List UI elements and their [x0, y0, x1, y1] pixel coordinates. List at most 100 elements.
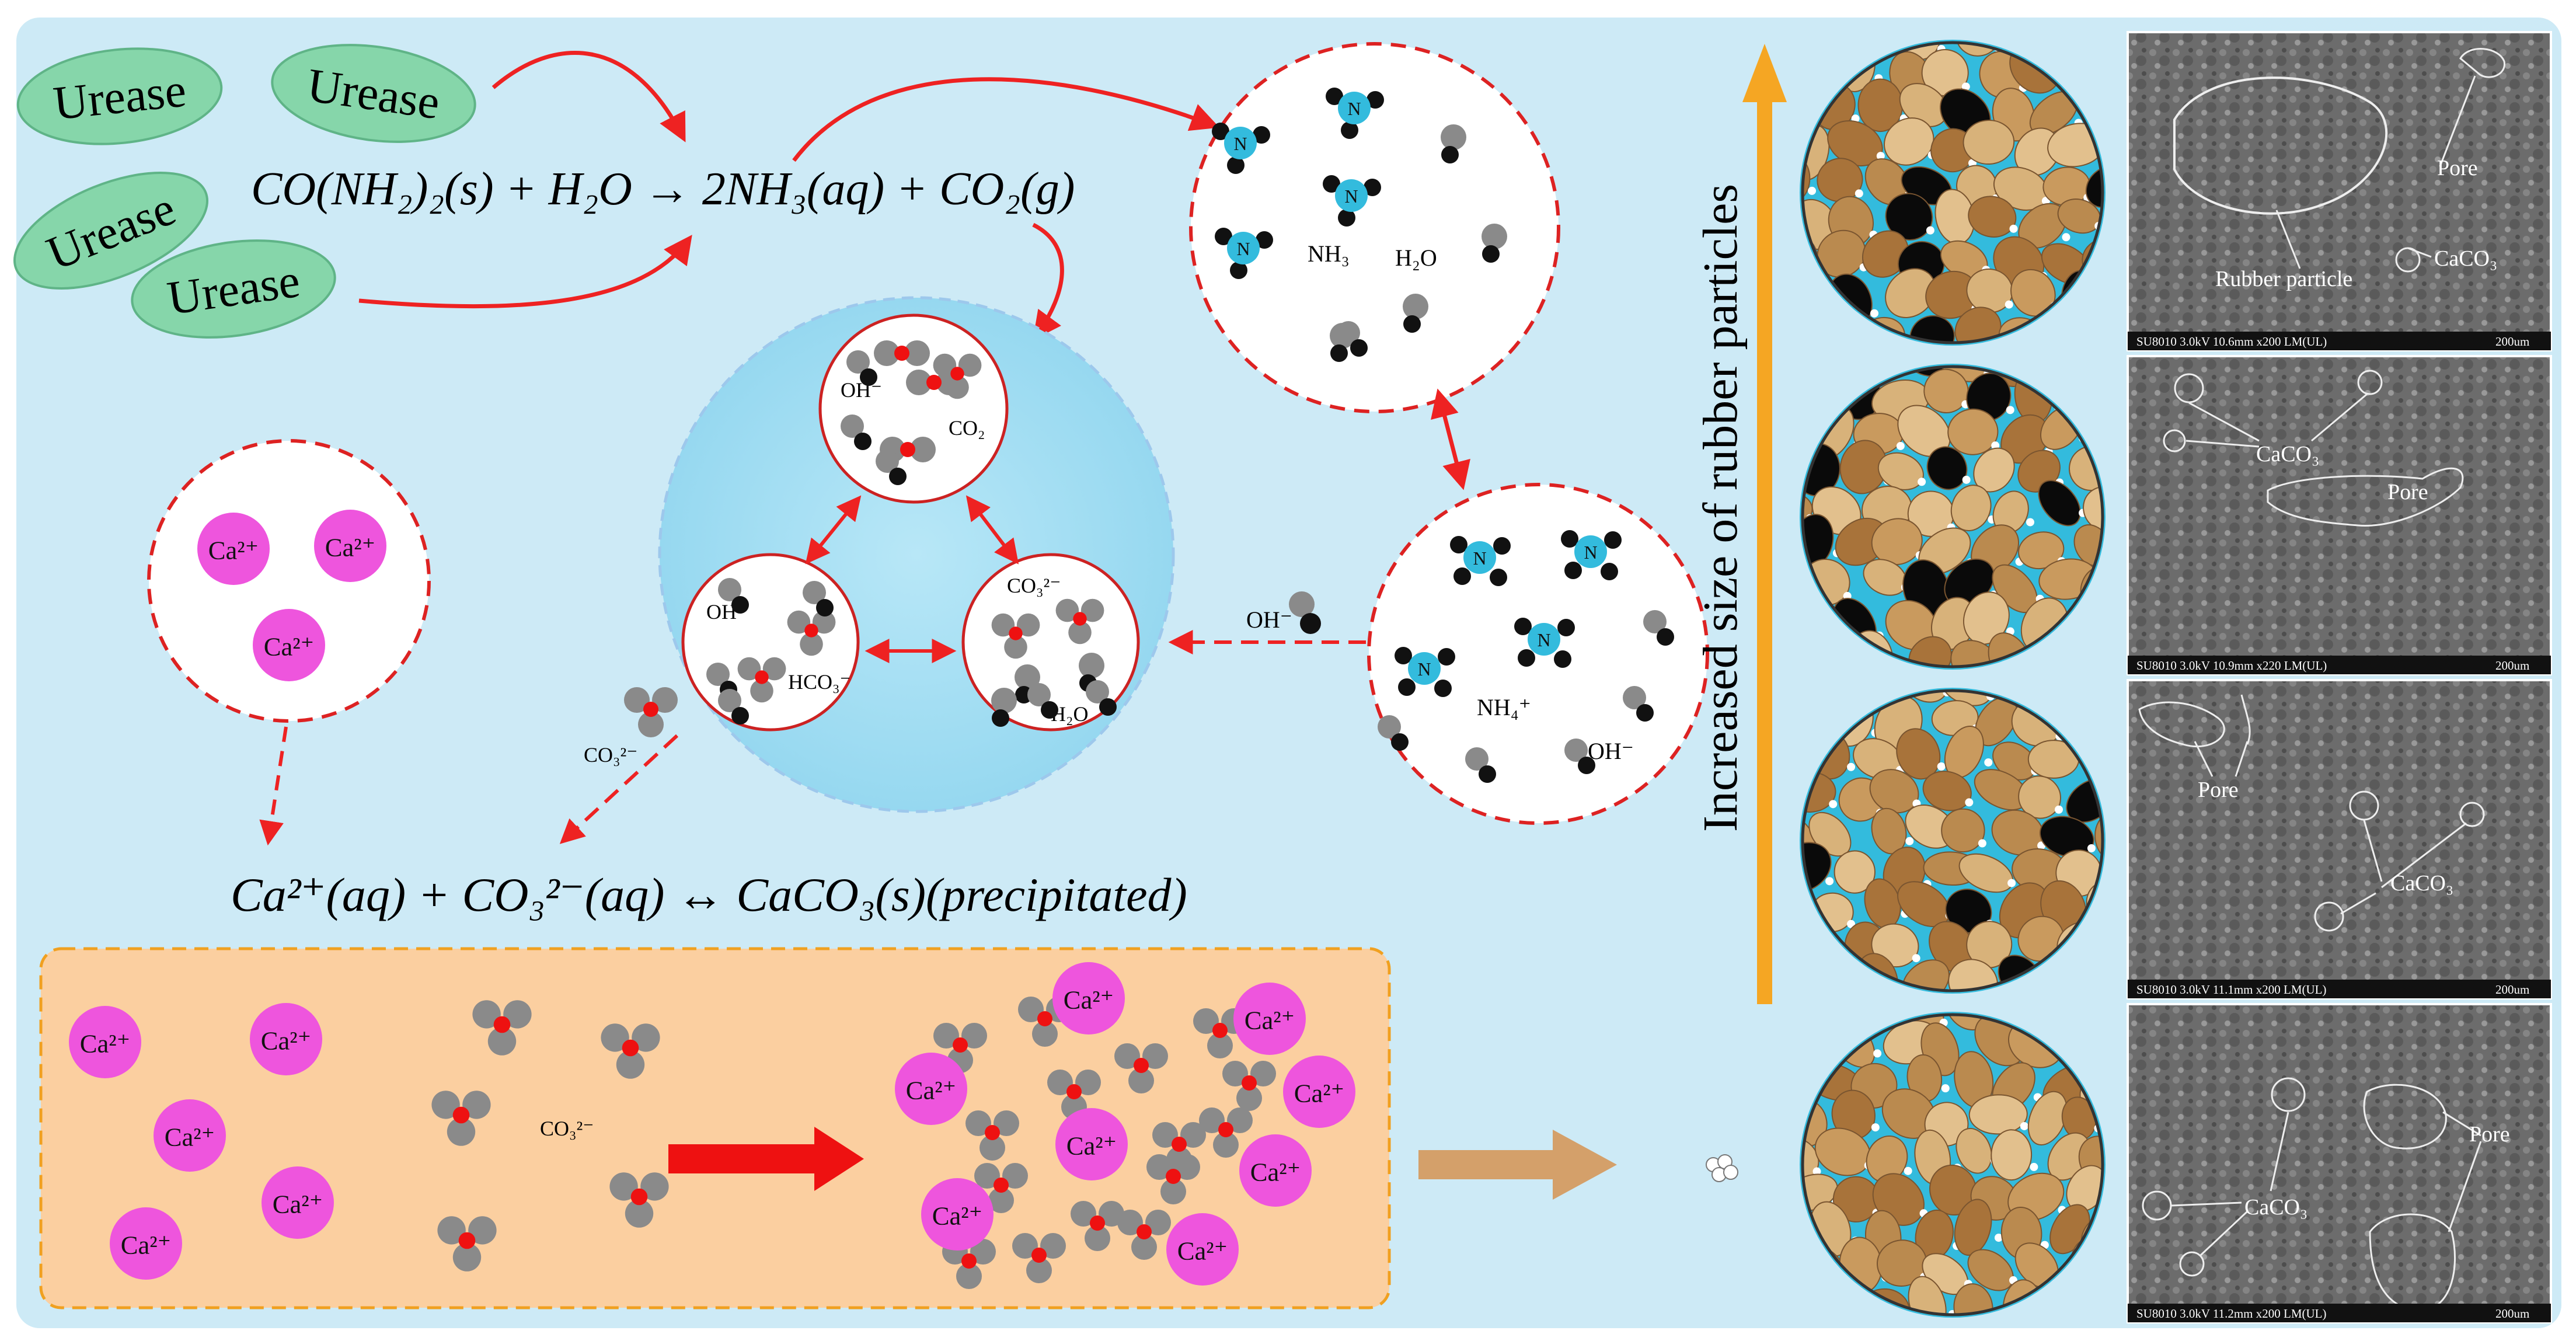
calcite-crystal	[1978, 839, 1986, 848]
carbon-atom	[926, 375, 942, 390]
oxygen-atom	[979, 1135, 1005, 1161]
carbonate-molecule	[1012, 1233, 1066, 1283]
calcium-ion-label: Ca²⁺	[1177, 1236, 1228, 1265]
calcite-crystal	[1961, 82, 1970, 91]
sem-footer: SU8010 3.0kV 10.9mm x220 LM(UL)	[2136, 659, 2327, 673]
hydrogen-atom	[889, 468, 907, 485]
calcite-crystal	[1937, 762, 1946, 771]
oxygen-atom	[737, 657, 761, 681]
hydrogen-atom	[1330, 344, 1348, 362]
oxygen-atom	[956, 1263, 982, 1289]
oxygen-atom	[1441, 124, 1466, 150]
carbon-atom	[1137, 1224, 1152, 1239]
oxygen-atom	[706, 663, 730, 686]
oxygen-atom	[946, 375, 969, 399]
hydroxide-molecule	[1289, 591, 1321, 634]
carbonate-molecule	[1152, 1122, 1206, 1172]
calcite-crystal	[1984, 758, 1993, 767]
hydroxide-molecule	[876, 450, 907, 485]
equation-arrows	[792, 77, 1220, 340]
oxygen-atom	[1128, 1068, 1154, 1093]
red-dashed-arrow	[259, 726, 288, 846]
packing-outline	[1801, 689, 2104, 992]
sem-image: Pore CaCO₃ SU8010 3.0kV 11.1mm x200 LM(U…	[2127, 679, 2552, 999]
urease-enzyme: Urease	[16, 47, 223, 145]
calcite-crystal	[1918, 478, 1926, 486]
oxygen-atom	[1071, 1201, 1096, 1227]
hydrogen-atom	[1230, 262, 1247, 279]
calcite-crystal	[1876, 152, 1885, 161]
sem-image: CaCO₃ Pore SU8010 3.0kV 10.9mm x220 LM(U…	[2127, 355, 2552, 675]
equilibrium-arrow	[805, 495, 862, 565]
carbon-atom	[1134, 1058, 1149, 1073]
packing-outline	[1801, 41, 2104, 344]
calcium-ion-sphere	[154, 1099, 226, 1172]
oxygen-atom	[447, 1117, 476, 1146]
ammonia-label: NH₃	[1308, 241, 1350, 267]
calcium-ion-sphere	[253, 609, 325, 681]
calcium-ion: Ca²⁺	[69, 1006, 141, 1078]
sand-particle	[2094, 812, 2101, 862]
hydrogen-atom	[1326, 88, 1343, 105]
sem-footer: SU8010 3.0kV 11.2mm x200 LM(UL)	[2136, 1307, 2327, 1321]
reaction-arrow	[668, 1127, 864, 1191]
calcium-ion-sphere	[197, 513, 270, 585]
bicarbonate-circle: OH⁻ HCO₃⁻	[681, 553, 860, 732]
hydrogen-atom	[1099, 698, 1117, 716]
oxygen-atom	[1055, 598, 1079, 622]
hydroxide-label: OH⁻	[1588, 738, 1634, 764]
water-label: H₂O	[1395, 245, 1437, 271]
carbon-atom	[1031, 1248, 1047, 1263]
oxygen-atom	[1114, 1043, 1140, 1069]
sem-annotation: Pore	[2437, 156, 2478, 180]
rubber-particle	[2039, 816, 2094, 858]
calcium-ion: Ca²⁺	[1283, 1056, 1355, 1128]
calcium-ion-label: Ca²⁺	[1064, 985, 1114, 1014]
carbon-atom	[1218, 1122, 1233, 1137]
calcite-crystal	[2030, 1162, 2038, 1171]
sem-annotation: CaCO₃	[2256, 442, 2319, 466]
nitrogen-label: N	[1584, 542, 1597, 563]
red-arrow	[1032, 222, 1064, 340]
precipitation-equation: Ca²⁺(aq) + CO₃²⁻(aq) ↔ CaCO₃(s)(precipit…	[231, 868, 1187, 921]
carbonate-molecule	[1222, 1061, 1276, 1111]
nitrogen-atom	[1528, 623, 1560, 656]
oxygen-atom	[1482, 224, 1507, 249]
calcium-ion-sphere	[250, 1003, 322, 1075]
calcium-ion-sphere	[1055, 1108, 1128, 1180]
calcite-crystal	[1812, 1167, 1821, 1176]
oxygen-atom	[1085, 1225, 1110, 1251]
calcium-ion-label: Ca²⁺	[261, 1026, 312, 1055]
oxygen-atom	[876, 450, 899, 473]
carbon-atom	[630, 1188, 648, 1206]
nitrogen-label: N	[1417, 659, 1431, 680]
sand-particle	[1953, 1283, 1993, 1314]
calcium-ion-label: Ca²⁺	[208, 535, 259, 565]
oxygen-atom	[452, 1243, 482, 1272]
hydroxide-molecule	[718, 689, 749, 725]
carbonate-label: CO₃²⁻	[584, 743, 637, 767]
oxygen-atom	[609, 1172, 638, 1201]
oxygen-atom	[1564, 739, 1588, 762]
sand-particle	[1871, 518, 1923, 566]
hydroxide-molecule	[1623, 686, 1654, 722]
hydroxide-molecule	[803, 581, 834, 616]
hydroxide-molecule	[1378, 715, 1409, 751]
hydroxide-molecule	[1337, 321, 1368, 357]
carbon-atom	[1242, 1075, 1257, 1091]
sand-particle	[1902, 959, 1950, 990]
oxygen-atom	[472, 1000, 501, 1029]
hydrogen-atom	[1578, 757, 1595, 774]
calcium-ion-sphere	[1166, 1213, 1239, 1286]
hydrogen-atom	[992, 709, 1009, 727]
carbonate-molecule	[1199, 1107, 1253, 1158]
calcium-ion-sphere	[1052, 962, 1125, 1035]
ammonia-molecule: N	[1323, 175, 1381, 227]
hydrogen-atom	[1518, 649, 1535, 667]
hydrogen-atom	[854, 433, 872, 450]
carbonate-cycle-zone: OH⁻ CO₂ OH⁻ HCO₃⁻ CO₃²⁻ H₂O	[658, 296, 1175, 813]
hydrogen-atom	[1554, 650, 1571, 668]
oxygen-atom	[994, 1110, 1019, 1136]
hydroxide-molecule	[1643, 610, 1674, 646]
